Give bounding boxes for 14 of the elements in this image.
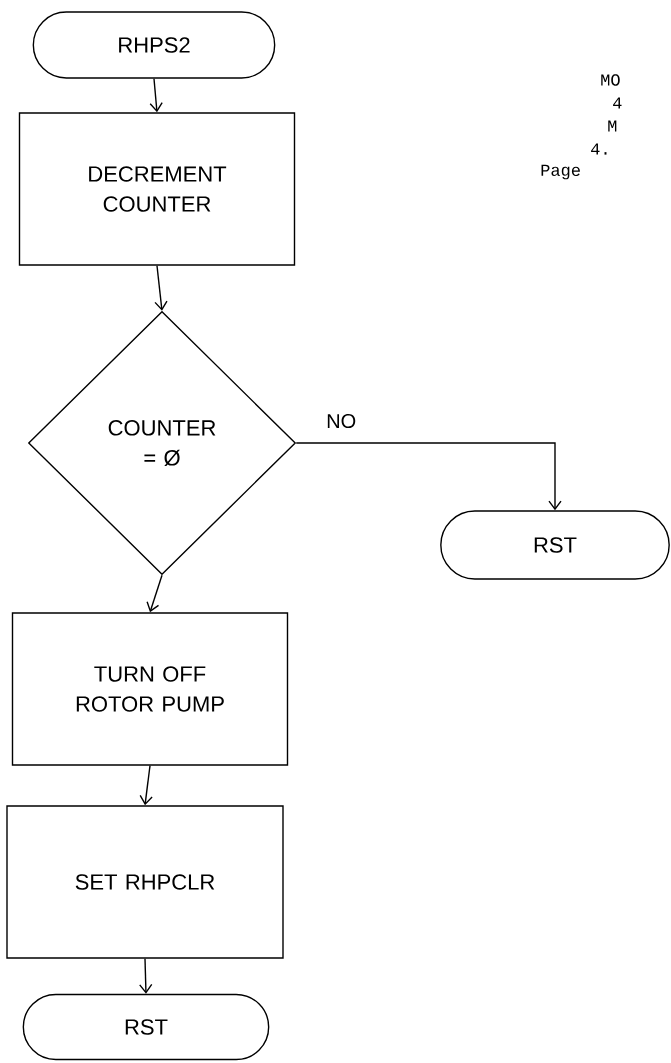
arrow bbox=[146, 574, 163, 613]
page-header-text: MO bbox=[601, 74, 620, 86]
process-box: TURN OFF ROTOR PUMP bbox=[11, 612, 289, 766]
page-header-text: Page bbox=[541, 164, 580, 180]
arrow bbox=[149, 78, 163, 113]
process-box: SET RHPCLR bbox=[6, 805, 284, 959]
arrow bbox=[139, 765, 153, 806]
page-header-text: 4 bbox=[613, 97, 622, 109]
arrow bbox=[139, 958, 153, 994]
arrow bbox=[154, 265, 168, 311]
process-box: DECREMENT COUNTER bbox=[18, 112, 296, 266]
page-header-text: 4. bbox=[591, 143, 607, 155]
page-header-text: M bbox=[608, 120, 617, 132]
arrow bbox=[295, 442, 562, 511]
